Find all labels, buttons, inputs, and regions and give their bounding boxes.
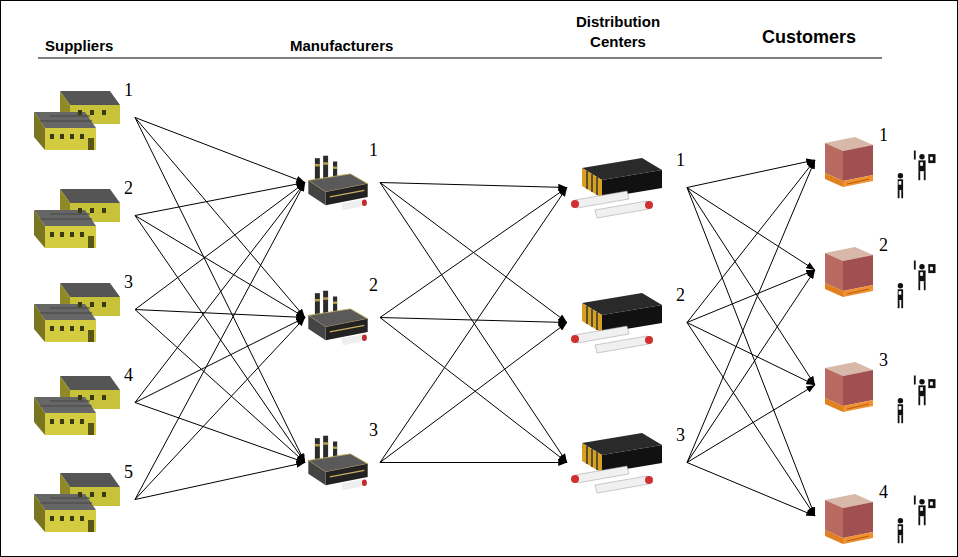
flow-arrow bbox=[380, 462, 567, 463]
flow-arrow bbox=[687, 160, 815, 188]
flow-arrow bbox=[687, 270, 815, 323]
manufacturer-node: 2 bbox=[305, 275, 380, 360]
node-number: 3 bbox=[124, 272, 133, 292]
manufacturer-icon bbox=[308, 291, 367, 345]
customer-node: 2 bbox=[815, 235, 890, 305]
supplier-icon bbox=[34, 283, 120, 342]
column-header: Suppliers bbox=[45, 36, 113, 56]
people-icon bbox=[898, 261, 936, 309]
flow-arrow bbox=[687, 270, 815, 463]
supplier-icon bbox=[34, 91, 120, 150]
flow-arrow bbox=[135, 318, 305, 500]
distribution-center-icon bbox=[571, 293, 662, 353]
flow-arrow bbox=[135, 183, 305, 310]
flow-arrow bbox=[380, 188, 567, 463]
customer-node: 4 bbox=[815, 482, 890, 550]
manufacturer-icon bbox=[308, 156, 367, 210]
node-number: 2 bbox=[124, 178, 133, 198]
node-number: 3 bbox=[676, 425, 685, 445]
flow-arrow bbox=[135, 183, 305, 216]
node-number: 3 bbox=[879, 350, 888, 370]
node-number: 2 bbox=[676, 285, 685, 305]
distribution-center-node: 3 bbox=[567, 425, 687, 500]
header-rule bbox=[38, 58, 882, 59]
supplier-icon bbox=[34, 473, 120, 532]
supplier-node: 2 bbox=[30, 178, 135, 253]
flow-arrow bbox=[687, 323, 815, 386]
flow-arrow bbox=[687, 160, 815, 463]
distribution-center-icon bbox=[571, 433, 662, 493]
flow-arrow bbox=[135, 183, 305, 403]
people-icon bbox=[898, 496, 936, 544]
manufacturer-node: 1 bbox=[305, 140, 380, 225]
node-number: 1 bbox=[124, 80, 133, 100]
node-number: 5 bbox=[124, 462, 133, 482]
flow-arrow bbox=[135, 403, 305, 463]
supplier-node: 5 bbox=[30, 462, 135, 537]
node-number: 2 bbox=[369, 275, 378, 295]
node-number: 4 bbox=[879, 482, 888, 502]
flow-arrow bbox=[135, 118, 305, 183]
customer-icon bbox=[825, 247, 873, 297]
supplier-node: 3 bbox=[30, 272, 135, 347]
flow-arrow bbox=[687, 188, 815, 386]
people-icon bbox=[898, 376, 936, 424]
customer-node: 1 bbox=[815, 125, 890, 195]
supplier-node: 1 bbox=[30, 80, 135, 155]
flow-arrow bbox=[687, 323, 815, 517]
flow-arrow bbox=[135, 216, 305, 463]
node-number: 1 bbox=[879, 125, 888, 145]
flow-arrow bbox=[687, 385, 815, 463]
flow-arrow bbox=[380, 318, 567, 323]
people-icon bbox=[898, 151, 936, 199]
flow-arrow bbox=[135, 183, 305, 500]
customer-icon bbox=[825, 137, 873, 187]
flow-arrow bbox=[687, 188, 815, 517]
node-number: 4 bbox=[124, 365, 133, 385]
flow-arrow bbox=[380, 183, 567, 188]
flow-arrow bbox=[380, 323, 567, 463]
column-header: Distribution Centers bbox=[565, 12, 671, 52]
customer-icon bbox=[825, 494, 873, 544]
supplier-node: 4 bbox=[30, 365, 135, 440]
customer-node: 3 bbox=[815, 350, 890, 420]
flow-arrow bbox=[380, 318, 567, 463]
supplier-icon bbox=[34, 376, 120, 435]
distribution-center-node: 2 bbox=[567, 285, 687, 360]
column-header: Manufacturers bbox=[290, 36, 393, 56]
node-number: 1 bbox=[369, 140, 378, 160]
flow-arrow bbox=[380, 183, 567, 323]
manufacturer-node: 3 bbox=[305, 420, 380, 505]
flow-arrow bbox=[135, 118, 305, 318]
flow-arrow bbox=[687, 188, 815, 271]
manufacturer-icon bbox=[308, 436, 367, 490]
supplier-icon bbox=[34, 189, 120, 248]
node-number: 3 bbox=[369, 420, 378, 440]
flow-arrow bbox=[135, 118, 305, 463]
column-header: Customers bbox=[762, 27, 856, 47]
distribution-center-icon bbox=[571, 158, 662, 218]
distribution-center-node: 1 bbox=[567, 150, 687, 225]
flow-arrow bbox=[135, 310, 305, 463]
flow-arrow bbox=[380, 183, 567, 463]
node-number: 2 bbox=[879, 235, 888, 255]
customer-icon bbox=[825, 362, 873, 412]
flow-arrow bbox=[380, 188, 567, 318]
flow-arrow bbox=[135, 318, 305, 403]
flow-arrow bbox=[135, 310, 305, 318]
flow-arrow bbox=[135, 463, 305, 500]
node-number: 1 bbox=[676, 150, 685, 170]
flow-arrow bbox=[687, 463, 815, 517]
